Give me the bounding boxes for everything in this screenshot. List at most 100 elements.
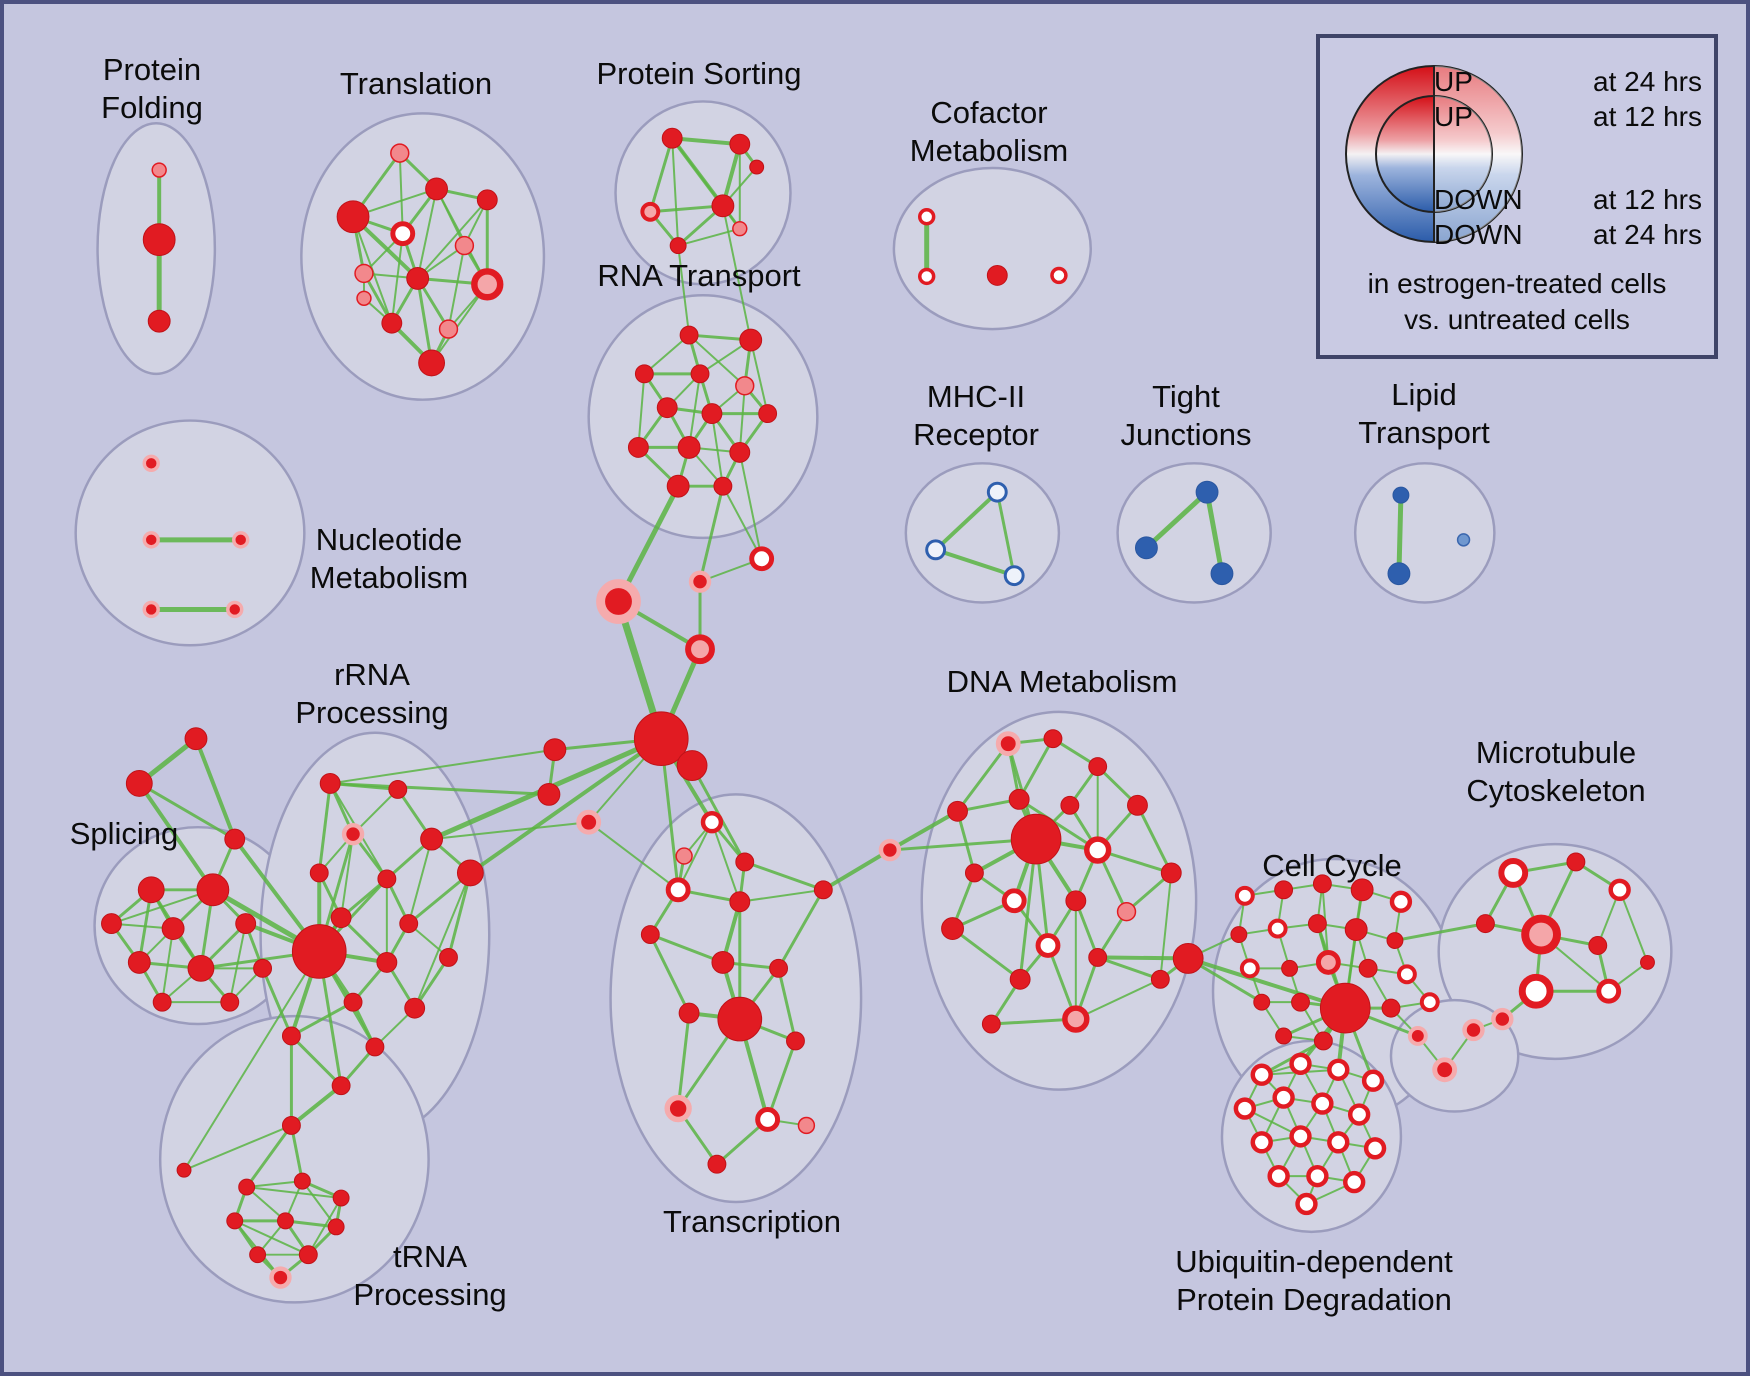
gene-node[interactable] [388, 779, 408, 799]
gene-node[interactable] [332, 1189, 350, 1207]
gene-node[interactable] [878, 838, 902, 862]
gene-node[interactable] [127, 950, 151, 974]
gene-node[interactable] [253, 958, 273, 978]
gene-node[interactable] [1234, 885, 1255, 906]
gene-node[interactable] [1289, 1125, 1312, 1148]
gene-node[interactable] [1313, 1031, 1333, 1051]
gene-node[interactable] [1127, 794, 1148, 816]
gene-node[interactable] [813, 880, 833, 900]
gene-node[interactable] [676, 750, 708, 781]
gene-node[interactable] [341, 822, 365, 846]
gene-node[interactable] [1347, 1103, 1371, 1126]
gene-node[interactable] [226, 600, 244, 619]
gene-node[interactable] [471, 268, 504, 301]
gene-node[interactable] [1250, 1131, 1273, 1154]
gene-node[interactable] [142, 531, 160, 549]
gene-node[interactable] [1274, 880, 1294, 900]
gene-node[interactable] [664, 1094, 692, 1123]
gene-node[interactable] [376, 951, 398, 973]
gene-node[interactable] [1267, 918, 1288, 939]
gene-node[interactable] [291, 924, 347, 979]
gene-node[interactable] [786, 1031, 805, 1051]
gene-node[interactable] [735, 376, 755, 396]
gene-node[interactable] [661, 127, 683, 149]
gene-node[interactable] [151, 162, 167, 178]
gene-node[interactable] [729, 441, 751, 463]
gene-node[interactable] [656, 397, 678, 419]
gene-node[interactable] [381, 312, 403, 334]
gene-node[interactable] [220, 992, 240, 1012]
gene-node[interactable] [1343, 1170, 1366, 1194]
gene-node[interactable] [633, 711, 689, 767]
gene-node[interactable] [1640, 954, 1655, 970]
gene-node[interactable] [1272, 1086, 1295, 1109]
gene-node[interactable] [1307, 914, 1327, 934]
gene-node[interactable] [1389, 890, 1413, 913]
gene-node[interactable] [224, 828, 246, 850]
gene-node[interactable] [354, 263, 374, 284]
gene-node[interactable] [1084, 836, 1112, 864]
gene-node[interactable] [749, 546, 775, 572]
gene-node[interactable] [1060, 795, 1080, 815]
gene-node[interactable] [964, 863, 984, 883]
gene-node[interactable] [187, 954, 215, 982]
gene-node[interactable] [1172, 943, 1204, 974]
gene-node[interactable] [627, 436, 649, 458]
gene-node[interactable] [1596, 978, 1622, 1004]
gene-node[interactable] [1456, 533, 1471, 547]
gene-node[interactable] [226, 1212, 244, 1230]
gene-node[interactable] [986, 264, 1008, 286]
gene-node[interactable] [1327, 1131, 1350, 1154]
gene-node[interactable] [356, 290, 372, 306]
gene-node[interactable] [1387, 562, 1411, 586]
gene-node[interactable] [634, 364, 654, 384]
gene-node[interactable] [319, 773, 341, 794]
gene-node[interactable] [1588, 936, 1608, 955]
gene-node[interactable] [758, 404, 778, 424]
gene-node[interactable] [735, 852, 755, 872]
gene-node[interactable] [439, 947, 458, 967]
gene-node[interactable] [1253, 993, 1271, 1011]
gene-node[interactable] [142, 600, 160, 619]
gene-node[interactable] [176, 1162, 192, 1178]
gene-node[interactable] [640, 201, 661, 222]
gene-node[interactable] [390, 221, 416, 247]
gene-node[interactable] [101, 913, 122, 935]
gene-node[interactable] [1396, 964, 1417, 985]
gene-node[interactable] [947, 800, 968, 822]
gene-node[interactable] [249, 1246, 267, 1264]
gene-node[interactable] [665, 877, 691, 903]
gene-node[interactable] [330, 907, 352, 929]
gene-node[interactable] [331, 1076, 351, 1096]
gene-node[interactable] [238, 1178, 256, 1196]
gene-node[interactable] [711, 950, 735, 974]
gene-node[interactable] [1088, 757, 1108, 776]
gene-node[interactable] [678, 1002, 700, 1024]
gene-node[interactable] [125, 770, 153, 797]
gene-node[interactable] [1312, 874, 1332, 894]
gene-node[interactable] [269, 1266, 292, 1289]
gene-node[interactable] [454, 235, 475, 256]
gene-node[interactable] [365, 1037, 385, 1057]
gene-node[interactable] [1419, 992, 1440, 1013]
gene-node[interactable] [755, 1107, 781, 1132]
gene-node[interactable] [1291, 992, 1310, 1012]
gene-node[interactable] [1566, 852, 1586, 872]
gene-node[interactable] [669, 237, 687, 255]
gene-node[interactable] [1358, 958, 1378, 978]
gene-node[interactable] [1392, 486, 1410, 504]
gene-node[interactable] [298, 1245, 318, 1265]
gene-node[interactable] [1327, 1058, 1350, 1081]
gene-node[interactable] [1432, 1057, 1458, 1083]
gene-node[interactable] [1003, 565, 1025, 587]
gene-node[interactable] [1311, 1092, 1334, 1115]
gene-node[interactable] [1267, 1164, 1290, 1188]
gene-node[interactable] [343, 992, 363, 1012]
gene-node[interactable] [713, 476, 733, 496]
gene-node[interactable] [797, 1116, 816, 1135]
gene-node[interactable] [917, 267, 936, 286]
gene-node[interactable] [1195, 480, 1219, 504]
gene-node[interactable] [232, 531, 250, 549]
gene-node[interactable] [1150, 969, 1170, 989]
gene-node[interactable] [438, 319, 459, 339]
